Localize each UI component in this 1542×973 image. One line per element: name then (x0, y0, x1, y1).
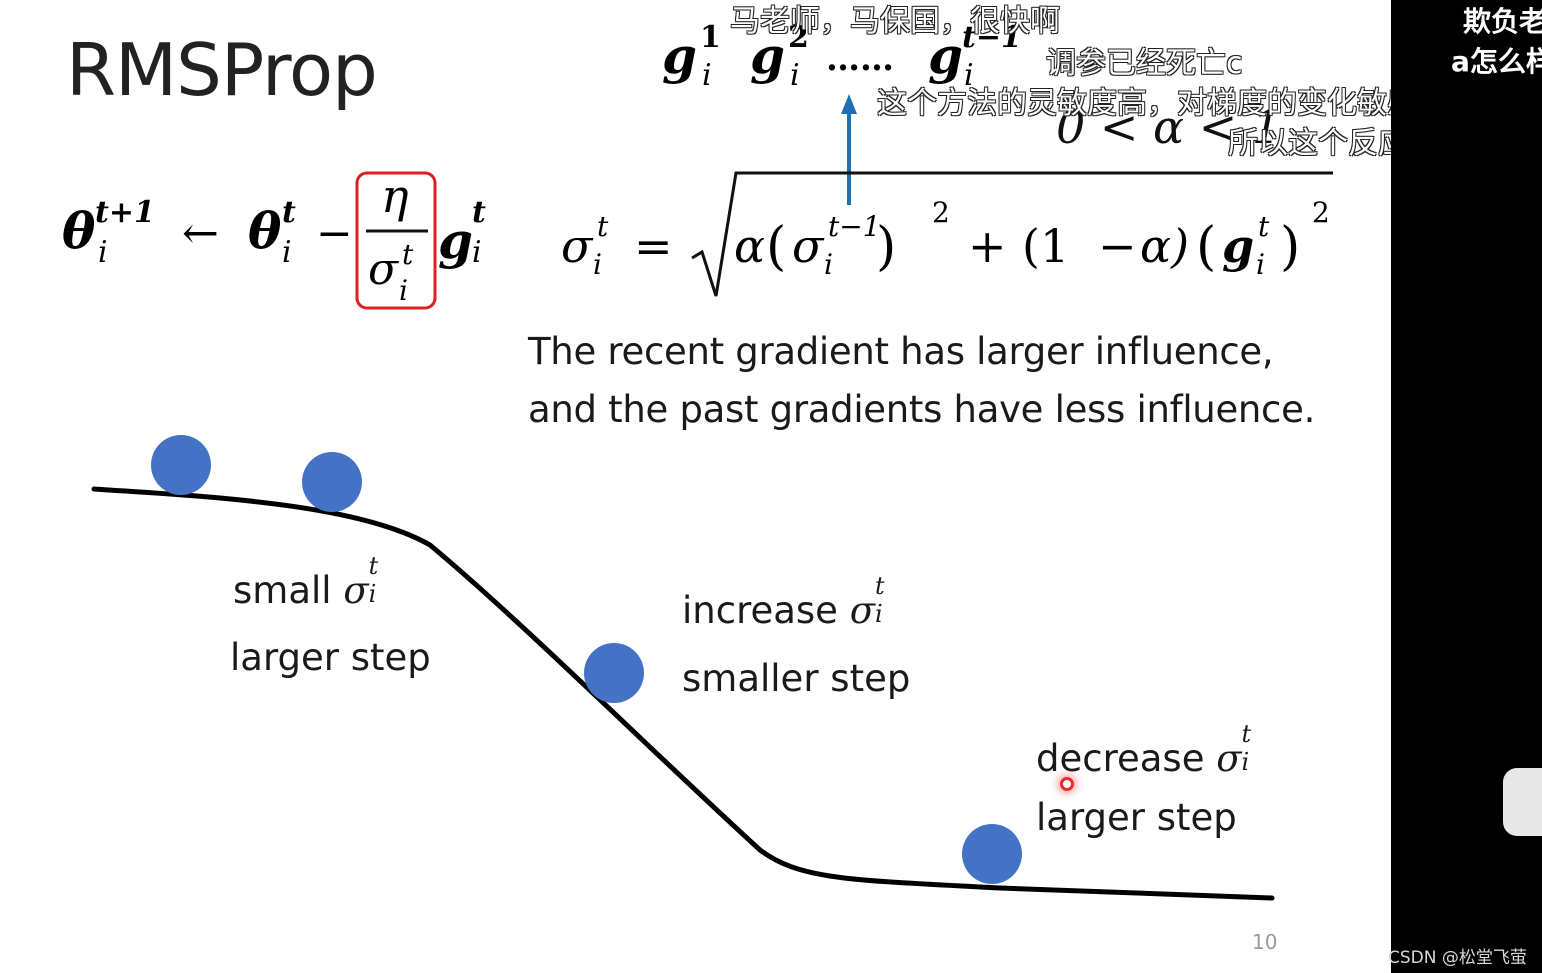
svg-text:i: i (472, 235, 482, 270)
danmaku-comment-1: 马老师，马保国，很快啊 (730, 4, 1060, 39)
description-line-1: The recent gradient has larger influence… (528, 330, 1274, 373)
label-larger-step-1: larger step (230, 636, 431, 679)
svg-text:t: t (597, 210, 609, 243)
svg-text:i: i (790, 58, 800, 93)
svg-text:i: i (593, 248, 602, 281)
learning-rate-highlight-box (355, 171, 437, 310)
svg-text:−: − (316, 208, 353, 259)
ball-2 (302, 452, 362, 512)
svg-text:(1: (1 (1022, 219, 1069, 273)
label-smaller-step: smaller step (682, 657, 911, 700)
page-number: 10 (1252, 930, 1278, 954)
svg-text:g: g (1222, 219, 1254, 273)
svg-text:2: 2 (932, 196, 950, 229)
svg-text:σ: σ (368, 244, 400, 295)
svg-text:i: i (98, 235, 108, 270)
svg-text:g: g (662, 26, 697, 85)
sigma-formula: σ t i = α ( σ t−1 i ) 2 + (1 − α) ( g t … (561, 171, 1333, 297)
svg-text:t: t (402, 238, 414, 271)
video-side-panel: 欺负老 a怎么样 (1391, 0, 1542, 973)
play-button-icon[interactable] (1503, 768, 1542, 836)
svg-text:): ) (876, 217, 896, 277)
svg-text:α): α) (1140, 219, 1189, 273)
svg-text:i: i (282, 235, 292, 270)
side-text-2: a怎么样 (1451, 45, 1542, 78)
label-larger-step-2: larger step (1036, 796, 1237, 839)
left-arrow-symbol: ← (182, 208, 219, 259)
svg-text:i: i (702, 58, 712, 93)
loss-curve (91, 486, 1275, 901)
svg-text:t: t (282, 195, 296, 230)
svg-text:θ: θ (248, 201, 282, 260)
svg-text:=: = (634, 219, 673, 273)
svg-text:2: 2 (788, 20, 809, 55)
update-rule-formula: θ t+1 i ← θ t i − η σ t i g t i (62, 169, 486, 310)
formula-diagram-canvas: θ t+1 i ← θ t i − η σ t i g t i g 1 i g … (62, 20, 1333, 901)
ball-4 (962, 824, 1022, 884)
svg-text:σ: σ (561, 219, 594, 273)
svg-text:(: ( (766, 217, 786, 277)
svg-text:): ) (1280, 217, 1300, 277)
svg-text:−: − (1098, 219, 1137, 273)
svg-text:t: t (472, 195, 486, 230)
ball-1 (151, 435, 211, 495)
description-line-2: and the past gradients have less influen… (528, 388, 1316, 431)
theta-symbol: θ (62, 201, 96, 260)
laser-pointer-dot (1060, 777, 1074, 791)
upward-arrow (841, 94, 857, 205)
svg-text:i: i (1256, 248, 1265, 281)
svg-text:η: η (381, 169, 409, 223)
svg-text:……: …… (826, 39, 894, 79)
svg-text:+: + (968, 219, 1007, 273)
gradient-sequence: g 1 i g 2 i …… g t−1 i (662, 20, 1022, 93)
lecture-slide: RMSProp θ t+1 i ← θ t i − η σ t i g t i … (62, 4, 1391, 954)
svg-text:g: g (750, 26, 785, 85)
svg-text:(: ( (1196, 217, 1216, 277)
svg-text:t−1: t−1 (828, 210, 881, 243)
svg-text:i: i (964, 58, 974, 93)
svg-text:t−1: t−1 (962, 20, 1022, 55)
svg-text:2: 2 (1312, 196, 1330, 229)
svg-text:g: g (928, 26, 963, 85)
label-decrease-text: decrease (1036, 737, 1205, 780)
svg-text:i: i (399, 274, 408, 307)
side-text-1: 欺负老 (1463, 5, 1542, 38)
danmaku-comment-3: 这个方法的灵敏度高，对梯度的变化敏感 (877, 86, 1391, 121)
danmaku-comment-2: 调参已经死亡c (1046, 46, 1243, 81)
svg-text:t: t (1258, 210, 1270, 243)
csdn-watermark: CSDN @松堂飞萤 (1388, 948, 1527, 968)
slide-title: RMSProp (66, 28, 378, 112)
svg-text:α: α (734, 219, 765, 273)
svg-text:σ: σ (792, 219, 825, 273)
svg-text:t+1: t+1 (95, 195, 155, 230)
svg-text:g: g (438, 211, 473, 270)
alpha-range: 0 < α < 1 (1056, 100, 1282, 154)
label-small-text: small (233, 569, 332, 612)
label-increase-text: increase (682, 589, 838, 632)
svg-text:i: i (824, 248, 833, 281)
svg-text:1: 1 (700, 20, 721, 55)
ball-3 (584, 643, 644, 703)
danmaku-comment-4: 所以这个反应的灵敏 (1228, 126, 1391, 161)
